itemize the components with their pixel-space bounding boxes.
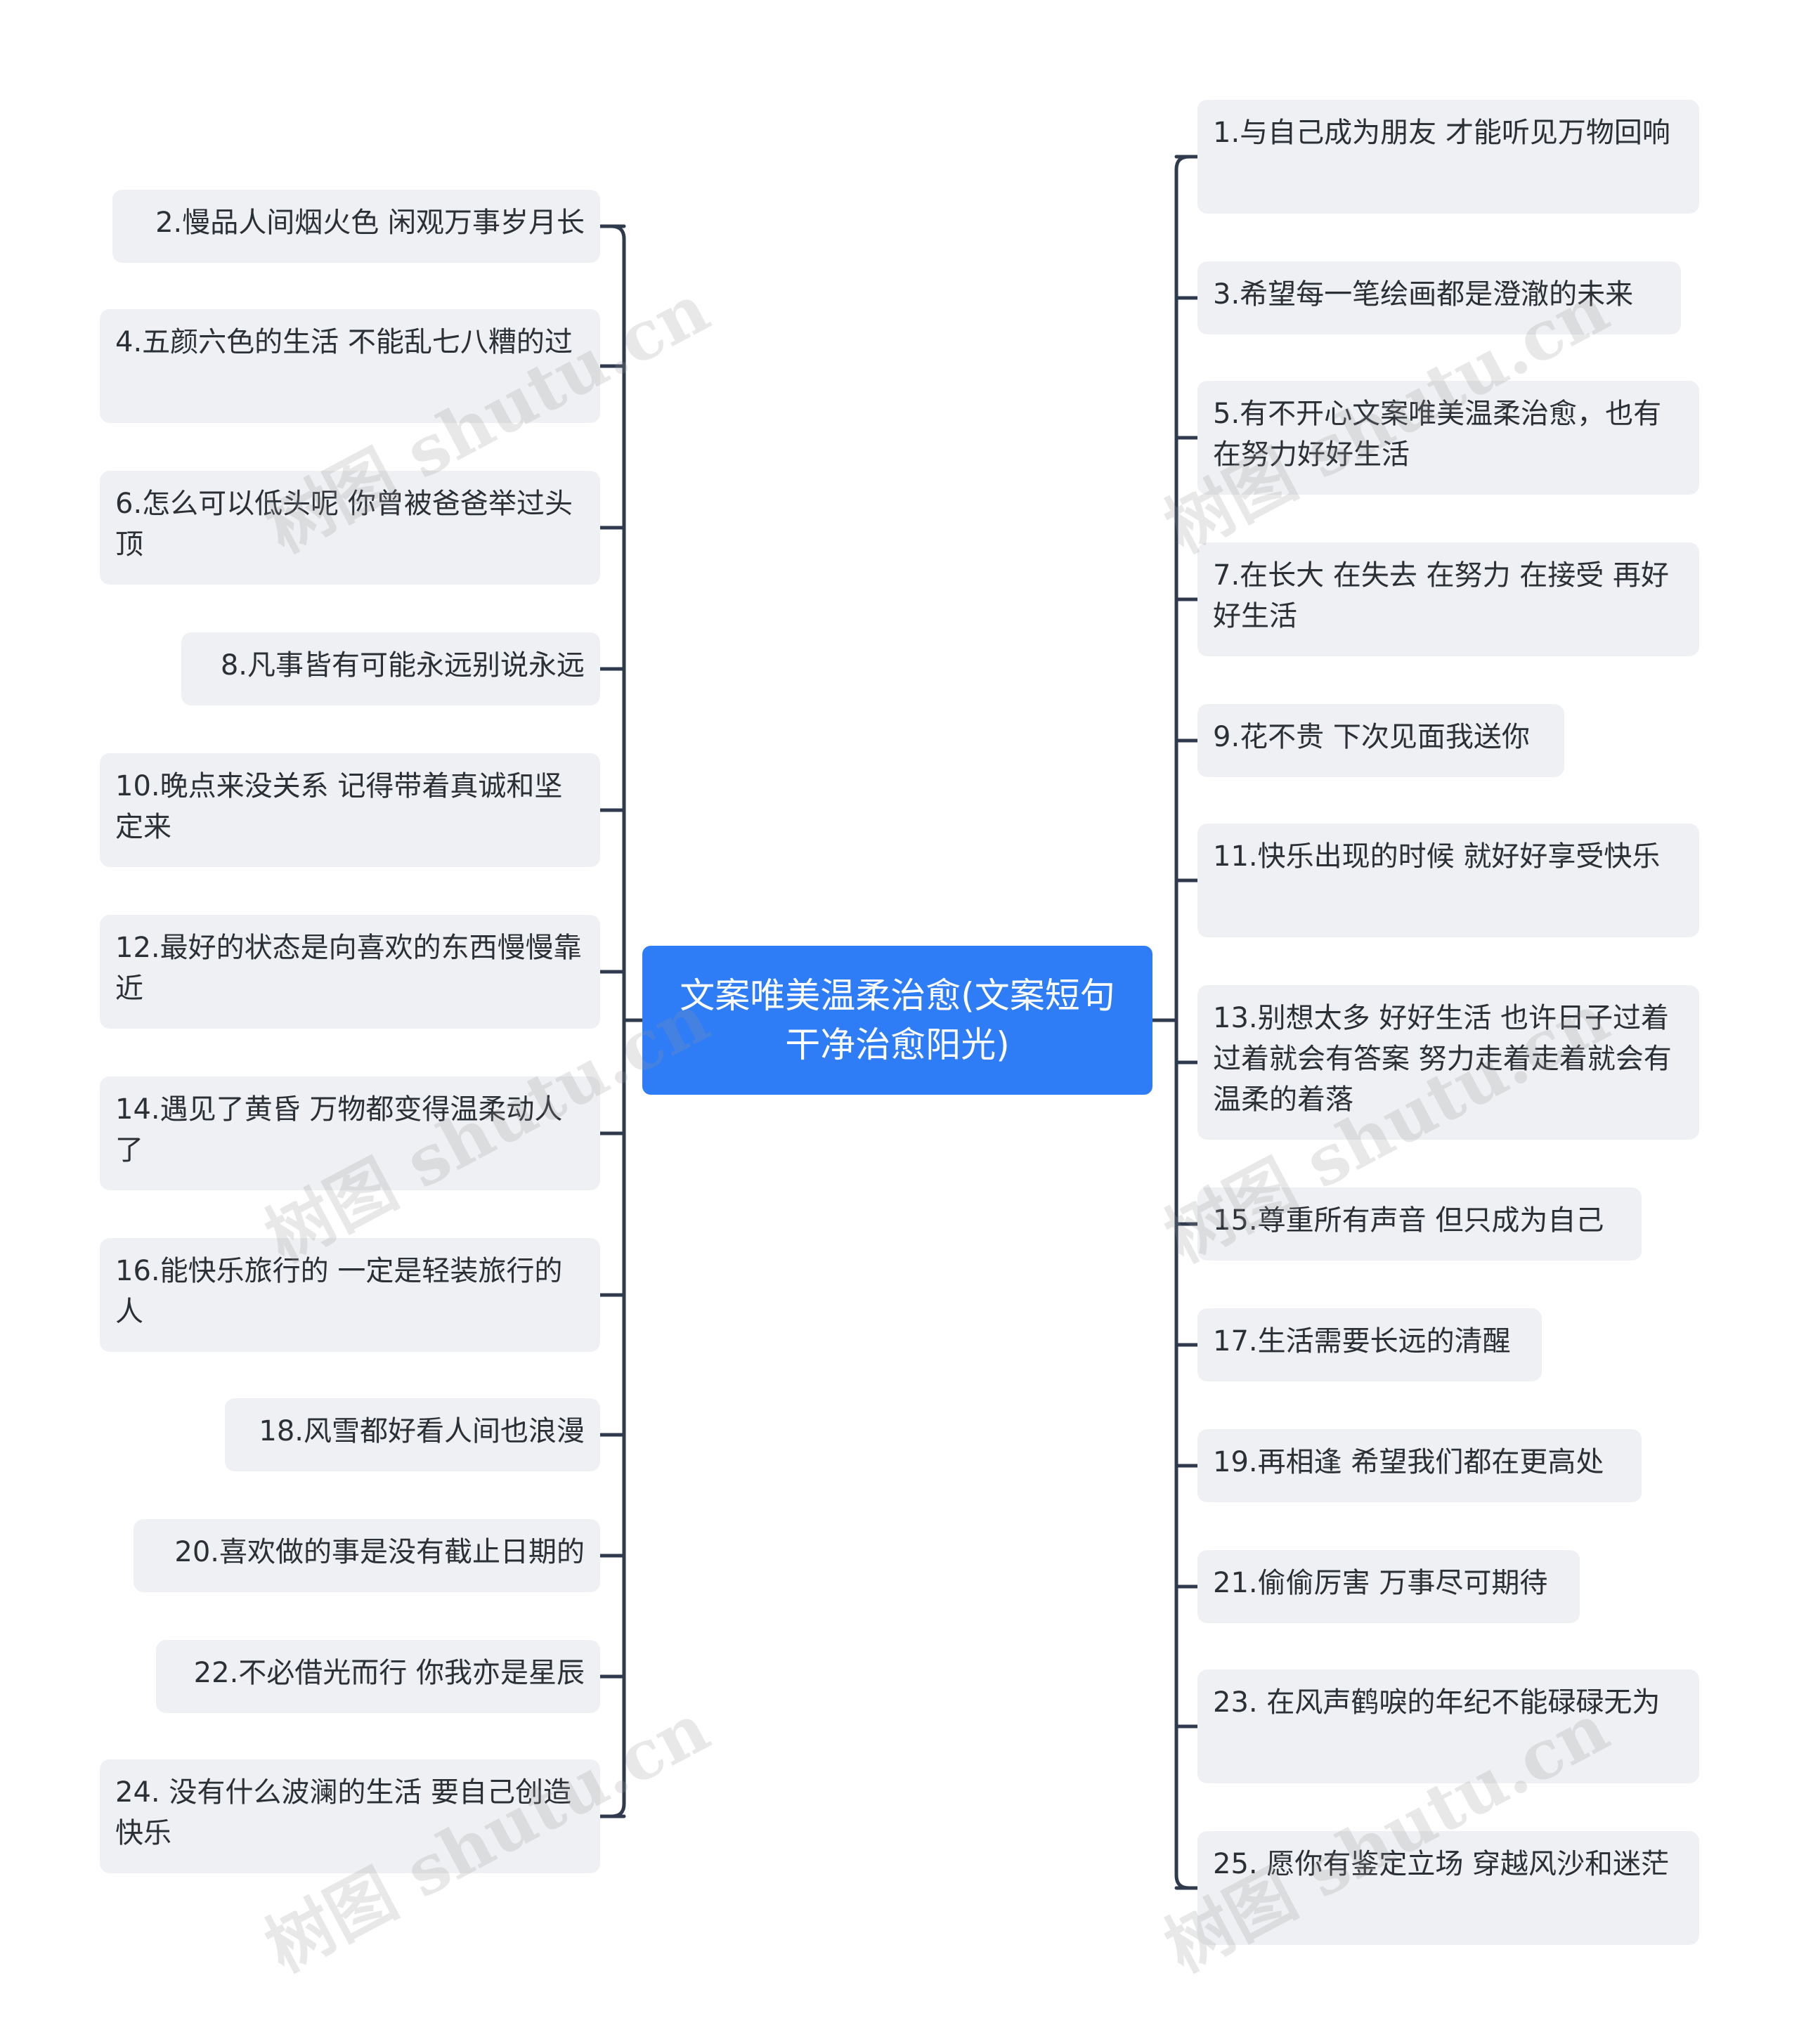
right-topic-4[interactable]: 7.在长大 在失去 在努力 在接受 再好好生活 — [1197, 542, 1699, 656]
left-topic-5[interactable]: 10.晚点来没关系 记得带着真诚和坚定来 — [100, 753, 600, 867]
right-topic-11[interactable]: 21.偷偷厉害 万事尽可期待 — [1197, 1550, 1580, 1623]
root-topic-label: 文案唯美温柔治愈(文案短句干净治愈阳光) — [680, 975, 1115, 1065]
left-topic-9[interactable]: 18.风雪都好看人间也浪漫 — [225, 1398, 600, 1471]
left-topic-3[interactable]: 6.怎么可以低头呢 你曾被爸爸举过头顶 — [100, 471, 600, 585]
right-topic-7[interactable]: 13.别想太多 好好生活 也许日子过着过着就会有答案 努力走着走着就会有温柔的着… — [1197, 985, 1699, 1140]
right-topic-2[interactable]: 3.希望每一笔绘画都是澄澈的未来 — [1197, 261, 1681, 334]
left-topic-7[interactable]: 14.遇见了黄昏 万物都变得温柔动人了 — [100, 1076, 600, 1190]
right-topic-3[interactable]: 5.有不开心文案唯美温柔治愈，也有在努力好好生活 — [1197, 381, 1699, 495]
left-topic-8[interactable]: 16.能快乐旅行的 一定是轻装旅行的人 — [100, 1238, 600, 1352]
left-topic-11[interactable]: 22.不必借光而行 你我亦是星辰 — [156, 1640, 600, 1713]
left-topic-12[interactable]: 24. 没有什么波澜的生活 要自己创造快乐 — [100, 1759, 600, 1873]
right-topic-1[interactable]: 1.与自己成为朋友 才能听见万物回响 — [1197, 100, 1699, 214]
right-topic-8[interactable]: 15.尊重所有声音 但只成为自己 — [1197, 1187, 1642, 1261]
right-topic-9[interactable]: 17.生活需要长远的清醒 — [1197, 1308, 1542, 1381]
right-topic-6[interactable]: 11.快乐出现的时候 就好好享受快乐 — [1197, 824, 1699, 937]
right-spine — [1174, 155, 1191, 1890]
right-topic-13[interactable]: 25. 愿你有鉴定立场 穿越风沙和迷茫 — [1197, 1831, 1699, 1945]
root-topic[interactable]: 文案唯美温柔治愈(文案短句干净治愈阳光) — [642, 946, 1152, 1095]
left-topic-2[interactable]: 4.五颜六色的生活 不能乱七八糟的过 — [100, 309, 600, 423]
left-topic-6[interactable]: 12.最好的状态是向喜欢的东西慢慢靠近 — [100, 915, 600, 1029]
left-topic-10[interactable]: 20.喜欢做的事是没有截止日期的 — [134, 1519, 600, 1592]
right-topic-10[interactable]: 19.再相逢 希望我们都在更高处 — [1197, 1429, 1642, 1502]
right-topic-5[interactable]: 9.花不贵 下次见面我送你 — [1197, 704, 1564, 777]
left-topic-1[interactable]: 2.慢品人间烟火色 闲观万事岁月长 — [112, 190, 600, 263]
right-topic-12[interactable]: 23. 在风声鹤唳的年纪不能碌碌无为 — [1197, 1669, 1699, 1783]
left-topic-4[interactable]: 8.凡事皆有可能永远别说永远 — [181, 632, 600, 705]
